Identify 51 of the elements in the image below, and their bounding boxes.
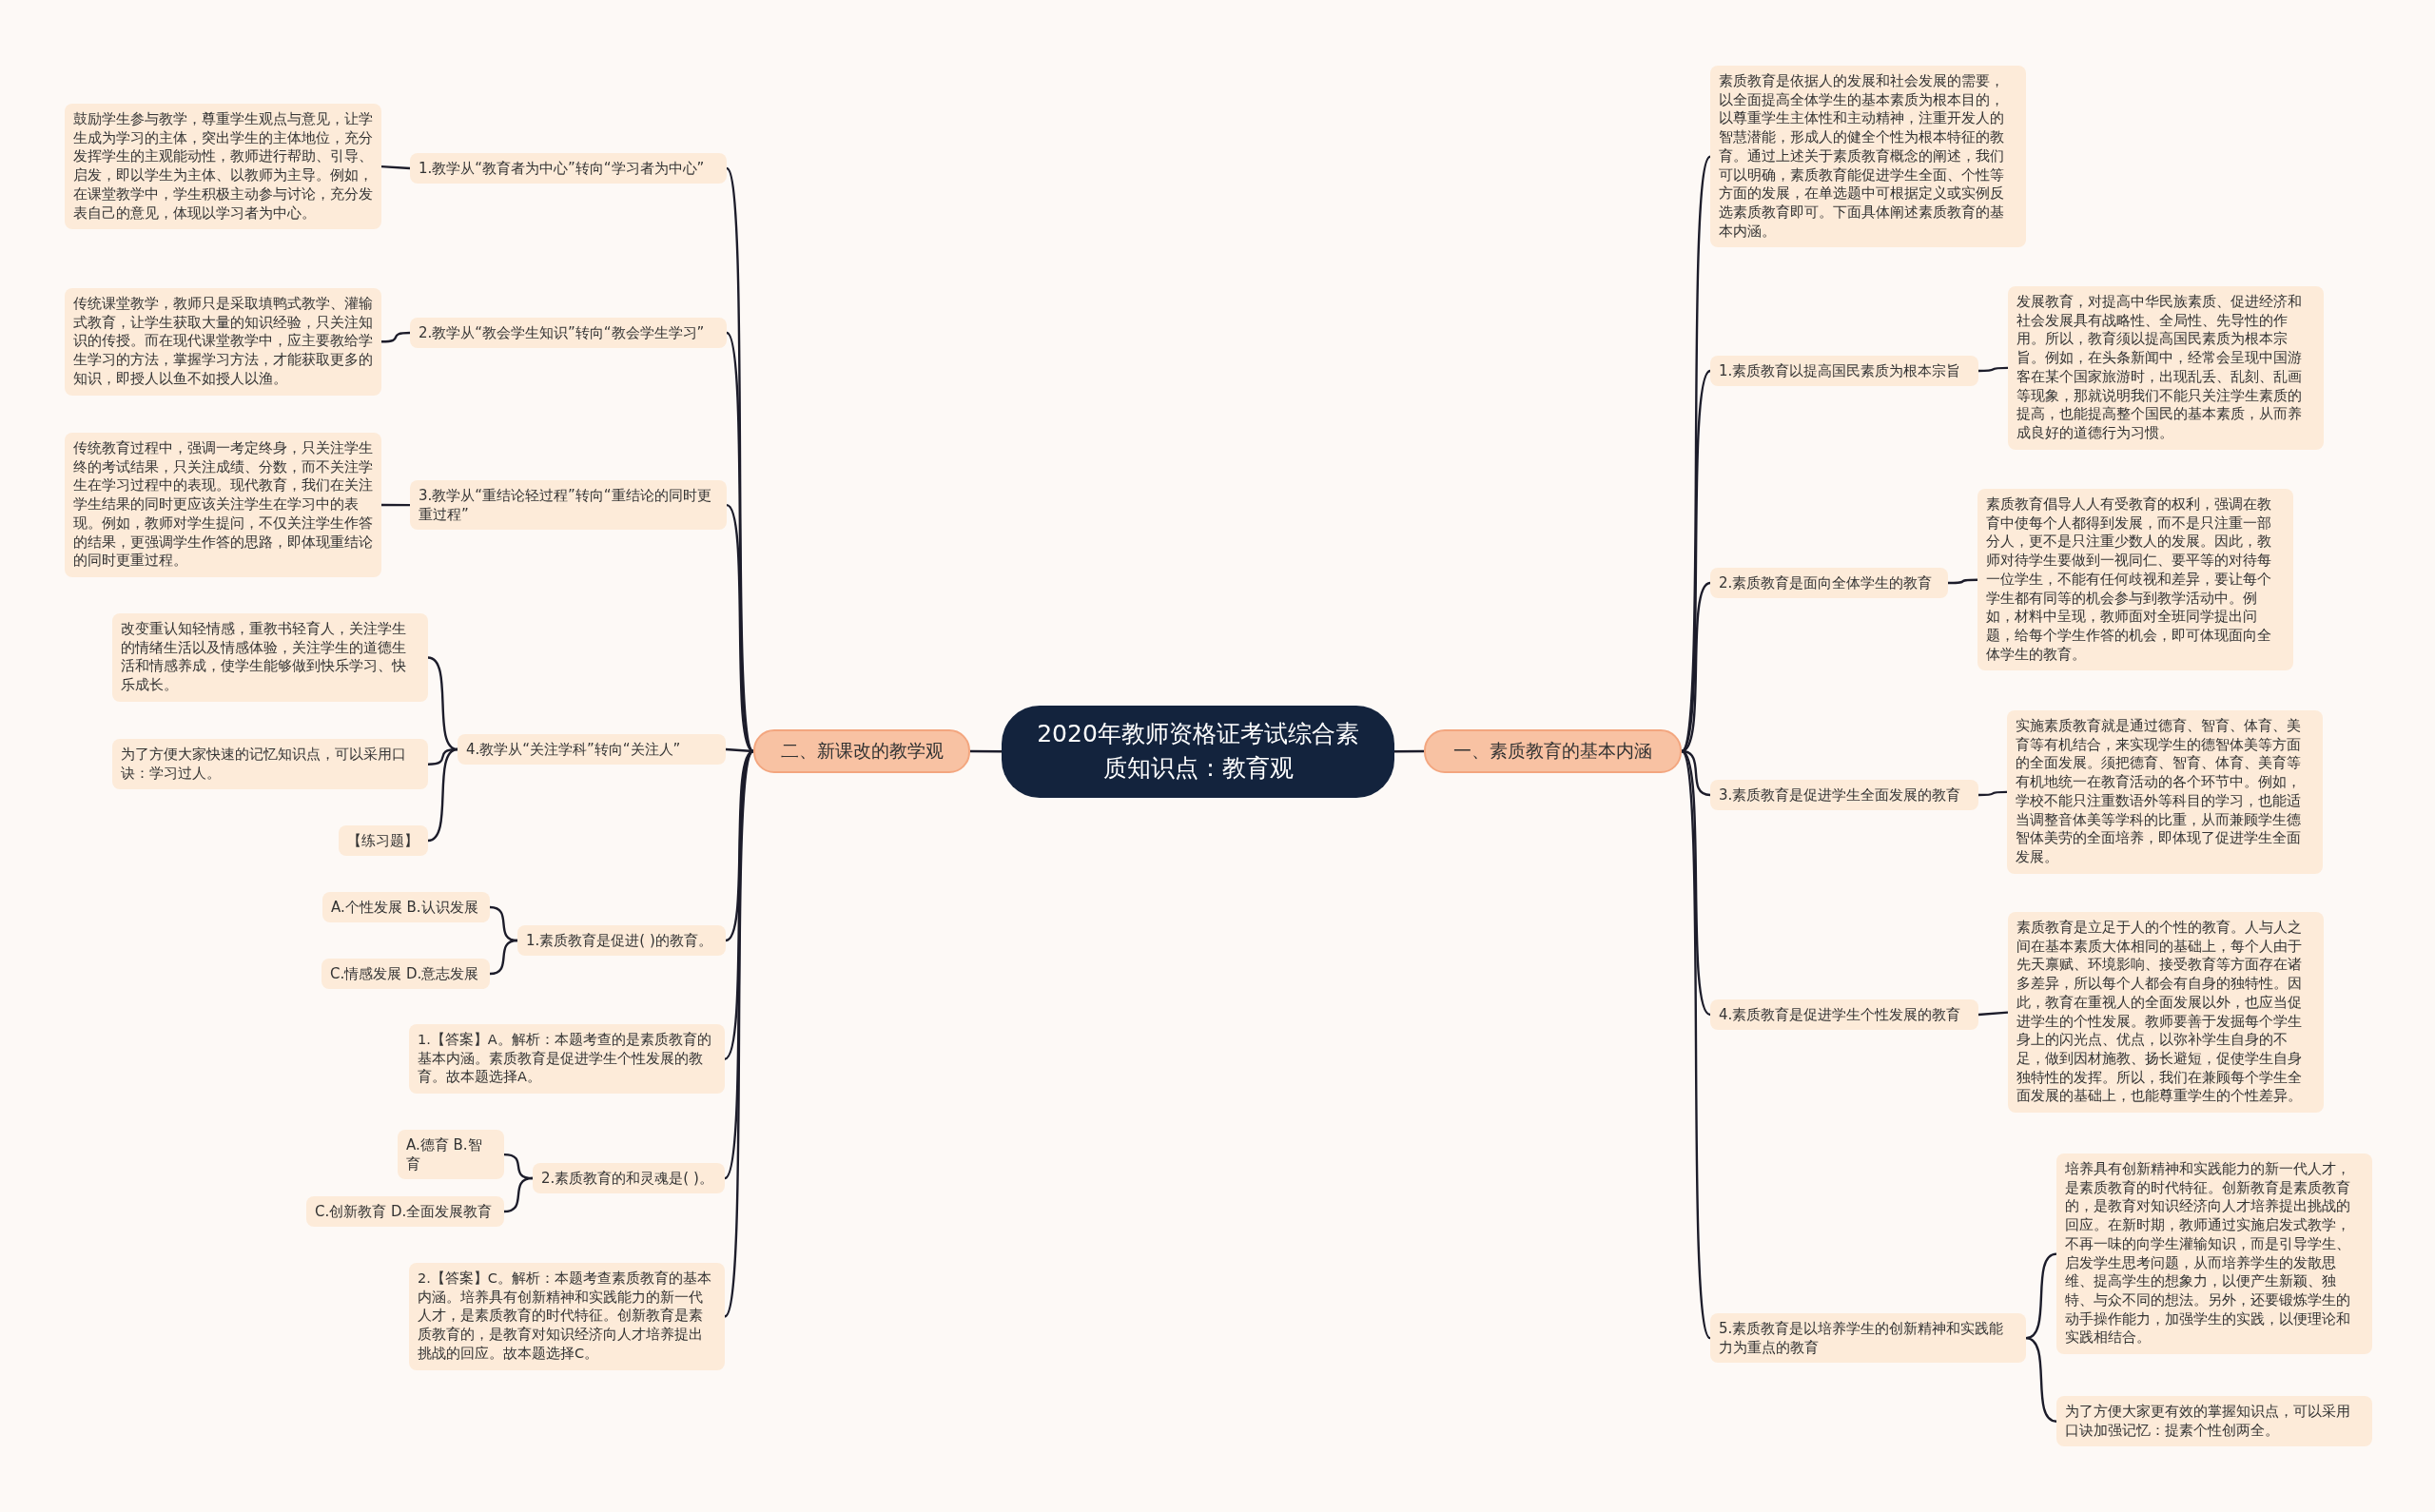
option-box: C.情感发展 D.意志发展: [321, 959, 490, 990]
connector: [380, 331, 411, 343]
connector: [1977, 1011, 2009, 1017]
answer-box: 2.【答案】C。解析：本题考查素质教育的基本内涵。培养具有创新精神和实践能力的新一代人才，是素质教育的时代特征。创新教育是素质教育的，是教育对知识经济向人才培养提出挑战的回应。故本题选择C。: [409, 1263, 725, 1370]
question-box: 1.素质教育是促进( )的教育。: [517, 925, 726, 957]
option-box: C.创新教育 D.全面发展教育: [306, 1196, 504, 1228]
topic-box: 3.素质教育是促进学生全面发展的教育: [1710, 780, 1978, 811]
topic-box: 5.素质教育是以培养学生的创新精神和实践能力为重点的教育: [1710, 1313, 2026, 1364]
branch-topic: 二、新课改的教学观: [753, 729, 970, 773]
connector: [1680, 750, 1712, 1339]
topic-box: 4.教学从“关注学科”转向“关注人”: [458, 734, 726, 766]
topic-box: 2.素质教育是面向全体学生的教育: [1710, 568, 1948, 599]
option-box: A.个性发展 B.认识发展: [322, 892, 490, 923]
topic-box: 2.教学从“教会学生知识”转向“教会学生学习”: [410, 318, 727, 349]
note-box: 为了方便大家快速的记忆知识点，可以采用口诀：学习过人。: [112, 739, 428, 790]
note-box: 培养具有创新精神和实践能力的新一代人才，是素质教育的时代特征。创新教育是素质教育的，是教育对知识经济向人才培养提出挑战的回应。在新时期，教师通过实施启发式教学，不再一味的向学生灌输知识，而是引导学生、启发学生思考问题，从而培养学生的发散思维、提高学生的想象力，以便产生新颖、独特、与众不同的想法。另外，还要锻炼学生的动手操作能力，加强学生的实践，以便理论和实践相结合。: [2056, 1153, 2372, 1355]
topic-box: 4.素质教育是促进学生个性发展的教育: [1710, 999, 1978, 1031]
connector: [2025, 1252, 2057, 1340]
note-box: 改变重认知轻情感，重教书轻育人，关注学生的情绪生活以及情感体验，关注学生的道德生活和情感养成，使学生能够做到快乐学习、快乐成长。: [112, 613, 428, 702]
connector: [381, 503, 410, 507]
answer-box: 1.【答案】A。解析：本题考查的是素质教育的基本内涵。素质教育是促进学生个性发展的教育。故本题选择A。: [409, 1024, 725, 1095]
note-box: 素质教育是立足于人的个性的教育。人与人之间在基本素质大体相同的基础上，每个人由于先天禀赋、环境影响、接受教育等方面存在诸多差异，所以每个人都会有自身的独特性。因此，教育在重视人的全面发展以外，也应当促进学生的个性发展。教师要善于发掘每个学生身上的闪光点、优点，以弥补学生自身的不足，做到因材施教、扬长避短，促使学生自身独特性的发挥。所以，我们在兼顾每个学生全面发展的基础上，也能尊重学生的个性差异。: [2008, 912, 2324, 1114]
branch-topic: 一、素质教育的基本内涵: [1424, 729, 1682, 773]
connector: [427, 656, 458, 751]
note-box: 素质教育倡导人人有受教育的权利，强调在教育中使每个人都得到发展，而不是只注重一部分人，更不是只注重少数人的发展。因此，教师对待学生要做到一视同仁、要平等的对待每一位学生，不能有任何歧视和差异，要让每个学生都有同等的机会参与到教学活动中。例如，材料中呈现，教师面对全班同学提出问题，给每个学生作答的机会，即可体现面向全体学生的教育。: [1977, 489, 2293, 671]
central-topic: 2020年教师资格证考试综合素质知识点：教育观: [1002, 706, 1394, 798]
note-box: 实施素质教育就是通过德育、智育、体育、美育等有机结合，来实现学生的德智体美等方面的全面发展。须把德育、智育、体育、美育等有机地统一在教育活动的各个环节中。例如，学校不能只注重数语外等科目的学习，也能适当调整音体美等学科的比重，从而兼顾学生德智体美劳的全面培养，即体现了促进学生全面发展。: [2007, 710, 2323, 874]
connector: [1681, 370, 1711, 752]
question-box: 2.素质教育的和灵魂是( )。: [533, 1163, 725, 1194]
connector: [1978, 366, 2008, 373]
connector: [2025, 1336, 2057, 1423]
topic-box: 1.素质教育以提高国民素质为根本宗旨: [1710, 356, 1978, 387]
connector: [489, 939, 518, 976]
topic-box: 3.教学从“重结论轻过程”转向“重结论的同时更重过程”: [410, 480, 727, 531]
connector: [1394, 749, 1424, 753]
topic-box: 1.教学从“教育者为中心”转向“学习者为中心”: [410, 153, 727, 184]
connector: [427, 747, 458, 843]
note-box: 鼓励学生参与教学，尊重学生观点与意见，让学生成为学习的主体，突出学生的主体地位，充分发挥学生的主观能动性，教师进行帮助、引导、启发，即以学生为主体、以教师为主导。例如，在课堂教学中，学生积极主动参与讨论，充分发表自己的意见，体现以学习者为中心。: [65, 104, 381, 230]
connector: [723, 750, 755, 1317]
note-box: 传统教育过程中，强调一考定终身，只关注学生终的考试结果，只关注成绩、分数，而不关注学生在学习过程中的表现。现代教育，我们在关注学生结果的同时更应该关注学生在学习中的表现。例如，教师对学生提问，不仅关注学生作答的结果，更强调学生作答的思路，即体现重结论的同时更重过程。: [65, 433, 381, 578]
note-box: 素质教育是依据人的发展和社会发展的需要，以全面提高全体学生的基本素质为根本目的，以尊重学生主体性和主动精神，注重开发人的智慧潜能，形成人的健全个性为根本特征的教育。通过上述关于素质教育概念的阐述，我们可以明确，素质教育能促进学生全面、个性等方面的发展，在单选题中可根据定义或实例反选素质教育即可。下面具体阐述素质教育的基本内涵。: [1710, 66, 2026, 248]
connector: [1978, 790, 2007, 797]
connector: [970, 749, 1002, 753]
note-box: 为了方便大家更有效的掌握知识点，可以采用口诀加强记忆：提素个性创两全。: [2056, 1396, 2372, 1447]
note-box: 传统课堂教学，教师只是采取填鸭式教学、灌输式教育，让学生获取大量的知识经验，只关注知识的传授。而在现代课堂教学中，应主要教给学生学习的方法，掌握学习方法，才能获取更多的知识，即授人以鱼不如授人以渔。: [65, 288, 381, 396]
connector: [503, 1176, 534, 1213]
topic-box: 【练习题】: [339, 825, 428, 857]
option-box: A.德育 B.智育: [398, 1130, 504, 1180]
note-box: 发展教育，对提高中华民族素质、促进经济和社会发展具有战略性、全局性、先导性的作用。所以，教育须以提高国民素质为根本宗旨。例如，在头条新闻中，经常会呈现中国游客在某个国家旅游时，出现乱丢、乱刻、乱画等现象，那就说明我们不能只关注学生素质的提高，也能提高整个国民的基本素质，从而养成良好的道德行为习惯。: [2008, 286, 2324, 450]
connector: [1948, 578, 1977, 585]
connector: [380, 165, 411, 170]
